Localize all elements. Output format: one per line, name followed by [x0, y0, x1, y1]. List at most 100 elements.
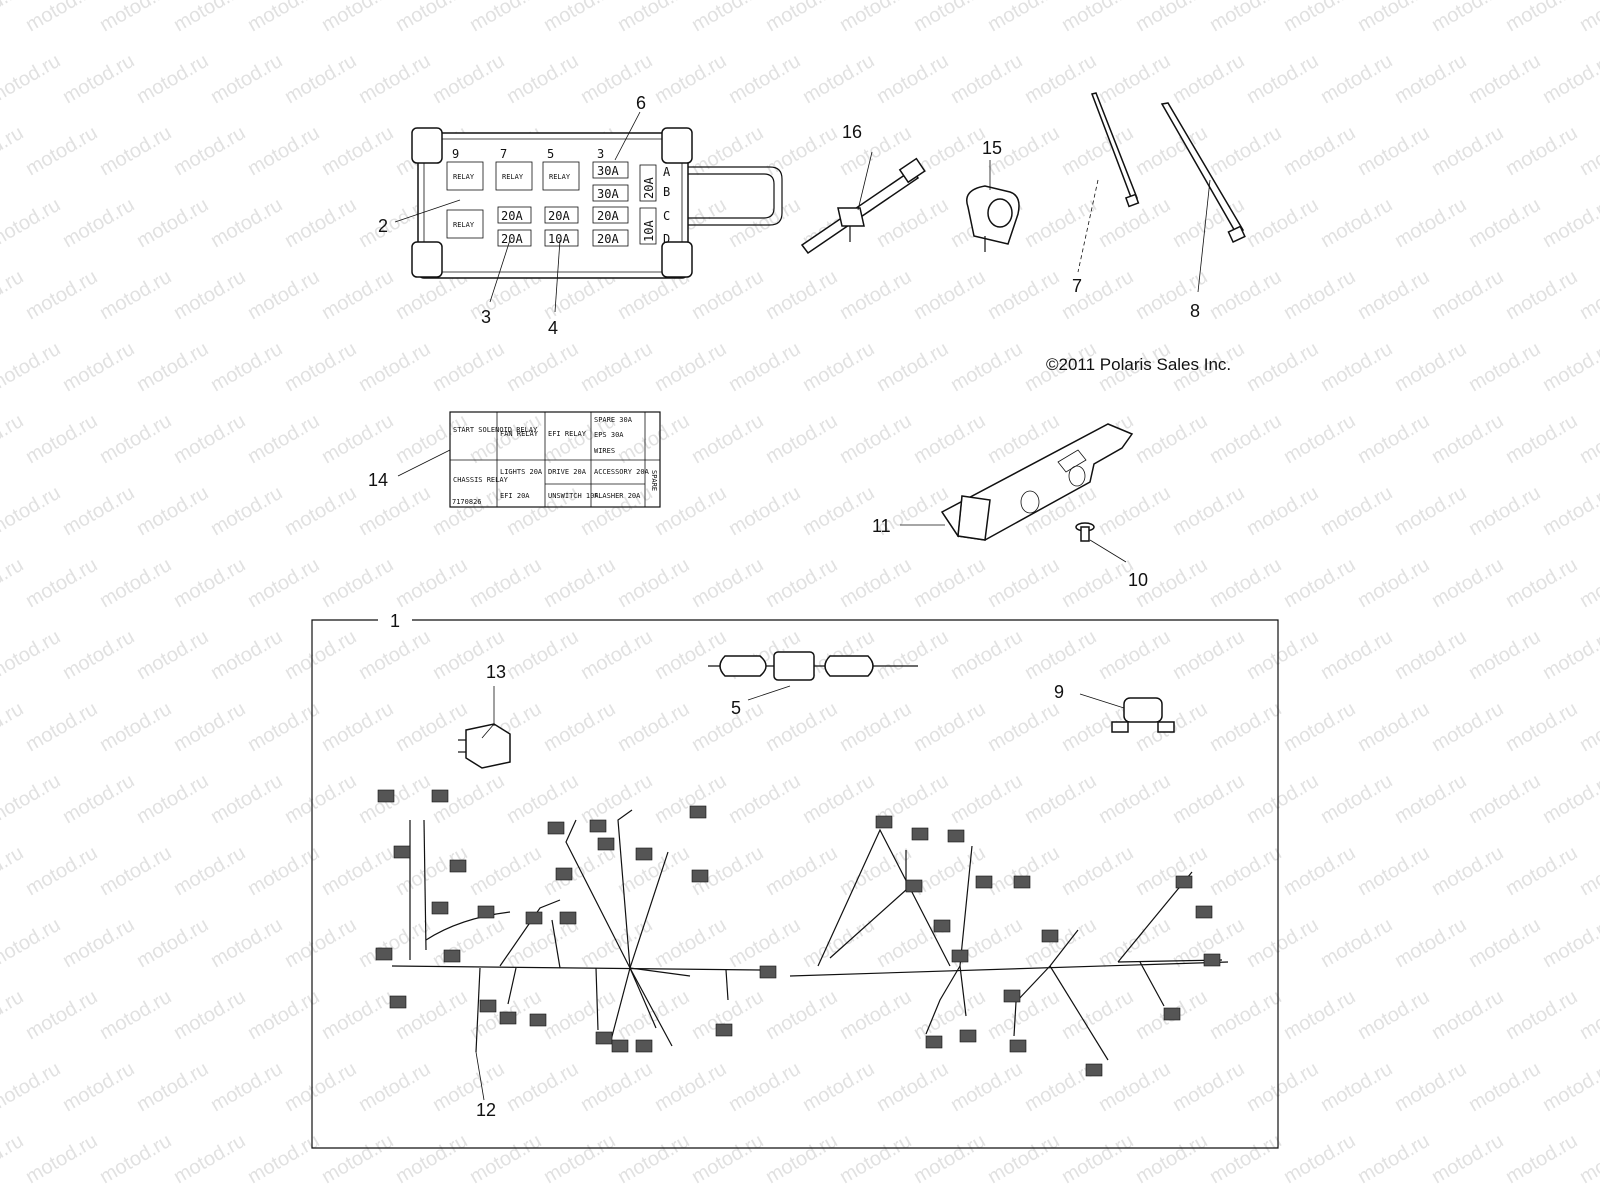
watermark-text: motod.ru	[688, 0, 767, 36]
watermark-text: motod.ru	[577, 770, 656, 829]
watermark-text: motod.ru	[799, 50, 878, 109]
watermark-text: motod.ru	[96, 842, 175, 901]
watermark-text: motod.ru	[207, 626, 286, 685]
watermark-text: motod.ru	[96, 122, 175, 181]
watermark-text: motod.ru	[651, 626, 730, 685]
watermark-text: motod.ru	[1243, 50, 1322, 109]
watermark-text: motod.ru	[503, 50, 582, 109]
connector-tag	[975, 875, 993, 889]
watermark-text: motod.ru	[836, 986, 915, 1045]
watermark-text: motod.ru	[1206, 266, 1285, 325]
watermark-text: motod.ru	[355, 1058, 434, 1117]
watermark-text: motod.ru	[984, 0, 1063, 36]
watermark-text: motod.ru	[540, 0, 619, 36]
watermark-text: motod.ru	[614, 554, 693, 613]
callout-5: 5	[731, 698, 741, 718]
callout-12: 12	[476, 1100, 496, 1120]
connector-tag	[393, 845, 411, 859]
watermark-text: motod.ru	[133, 194, 212, 253]
watermark-text: motod.ru	[1132, 122, 1211, 181]
watermark-text: motod.ru	[1465, 626, 1544, 685]
relay-slot	[542, 161, 580, 191]
watermark-text: motod.ru	[96, 1130, 175, 1189]
watermark-text: motod.ru	[1465, 482, 1544, 541]
watermark-text: motod.ru	[1576, 842, 1600, 901]
decal-start-relay: START SOLENOID RELAY	[453, 426, 538, 434]
watermark-text: motod.ru	[577, 482, 656, 541]
watermark-text: motod.ru	[725, 194, 804, 253]
watermark-text: motod.ru	[1391, 194, 1470, 253]
connector-tag	[1203, 953, 1221, 967]
connector-tag	[635, 1039, 653, 1053]
connector-tag	[431, 789, 449, 803]
watermark-text: motod.ru	[0, 1130, 27, 1189]
watermark-text: motod.ru	[1465, 1058, 1544, 1117]
fuse-label: 20A	[597, 232, 619, 246]
watermark-text: motod.ru	[725, 1058, 804, 1117]
watermark-text: motod.ru	[1243, 914, 1322, 973]
connector-tag	[715, 1023, 733, 1037]
watermark-text: motod.ru	[59, 194, 138, 253]
watermark-text: motod.ru	[0, 266, 27, 325]
watermark-text: motod.ru	[947, 338, 1026, 397]
watermark-text: motod.ru	[1354, 554, 1433, 613]
fuse-label: 20A	[501, 232, 523, 246]
watermark-text: motod.ru	[170, 410, 249, 469]
watermark-text: motod.ru	[947, 626, 1026, 685]
watermark-text: motod.ru	[1576, 0, 1600, 36]
watermark-text: motod.ru	[281, 482, 360, 541]
watermark-text: motod.ru	[96, 986, 175, 1045]
watermark-text: motod.ru	[207, 914, 286, 973]
connector-tag	[1085, 1063, 1103, 1077]
watermark-text: motod.ru	[1576, 410, 1600, 469]
connector-tag	[911, 827, 929, 841]
watermark-text: motod.ru	[392, 698, 471, 757]
watermark-text: motod.ru	[947, 50, 1026, 109]
watermark-text: motod.ru	[984, 842, 1063, 901]
connector-tag	[597, 837, 615, 851]
watermark-text: motod.ru	[1169, 770, 1248, 829]
watermark-text: motod.ru	[59, 50, 138, 109]
watermark-text: motod.ru	[1132, 842, 1211, 901]
connector-tag	[525, 911, 543, 925]
harness-connector-tags	[375, 789, 1221, 1077]
connector-tag	[1009, 1039, 1027, 1053]
watermark-text: motod.ru	[281, 1058, 360, 1117]
watermark-text: motod.ru	[0, 50, 64, 109]
callout-6: 6	[636, 93, 646, 113]
fuse-position-3: 3	[597, 147, 604, 161]
watermark-text: motod.ru	[1539, 338, 1600, 397]
watermark-text: motod.ru	[1058, 0, 1137, 36]
watermark-text: motod.ru	[0, 482, 64, 541]
watermark-text: motod.ru	[1428, 410, 1507, 469]
watermark-text: motod.ru	[1021, 770, 1100, 829]
watermark-text: motod.ru	[725, 50, 804, 109]
watermark-text: motod.ru	[1095, 1058, 1174, 1117]
watermark-text: motod.ru	[281, 194, 360, 253]
watermark-text: motod.ru	[1280, 266, 1359, 325]
fuse-position-5: 5	[547, 147, 554, 161]
copyright-text: ©2011 Polaris Sales Inc.	[1046, 355, 1231, 374]
connector-tag	[555, 867, 573, 881]
connector-tag	[375, 947, 393, 961]
row-letter: D	[663, 232, 670, 246]
relay-label: RELAY	[549, 173, 571, 181]
diode-pack	[1079, 693, 1175, 733]
watermark-text: motod.ru	[651, 338, 730, 397]
watermark-text: motod.ru	[133, 338, 212, 397]
watermark-text: motod.ru	[207, 338, 286, 397]
watermark-text: motod.ru	[1354, 0, 1433, 36]
watermark-text: motod.ru	[503, 482, 582, 541]
watermark-text: motod.ru	[1206, 122, 1285, 181]
watermark-text: motod.ru	[688, 698, 767, 757]
watermark-text: motod.ru	[1243, 482, 1322, 541]
watermark-text: motod.ru	[355, 626, 434, 685]
watermark-text: motod.ru	[1280, 122, 1359, 181]
fuse-decal: START SOLENOID RELAY FAN RELAY EFI RELAY…	[397, 411, 661, 508]
watermark-text: motod.ru	[762, 1130, 841, 1189]
decal-efi-relay: EFI RELAY	[548, 430, 587, 438]
row-letter: B	[663, 185, 670, 199]
connector-tag	[1041, 929, 1059, 943]
watermark-text: motod.ru	[170, 122, 249, 181]
watermark-text: motod.ru	[1391, 50, 1470, 109]
